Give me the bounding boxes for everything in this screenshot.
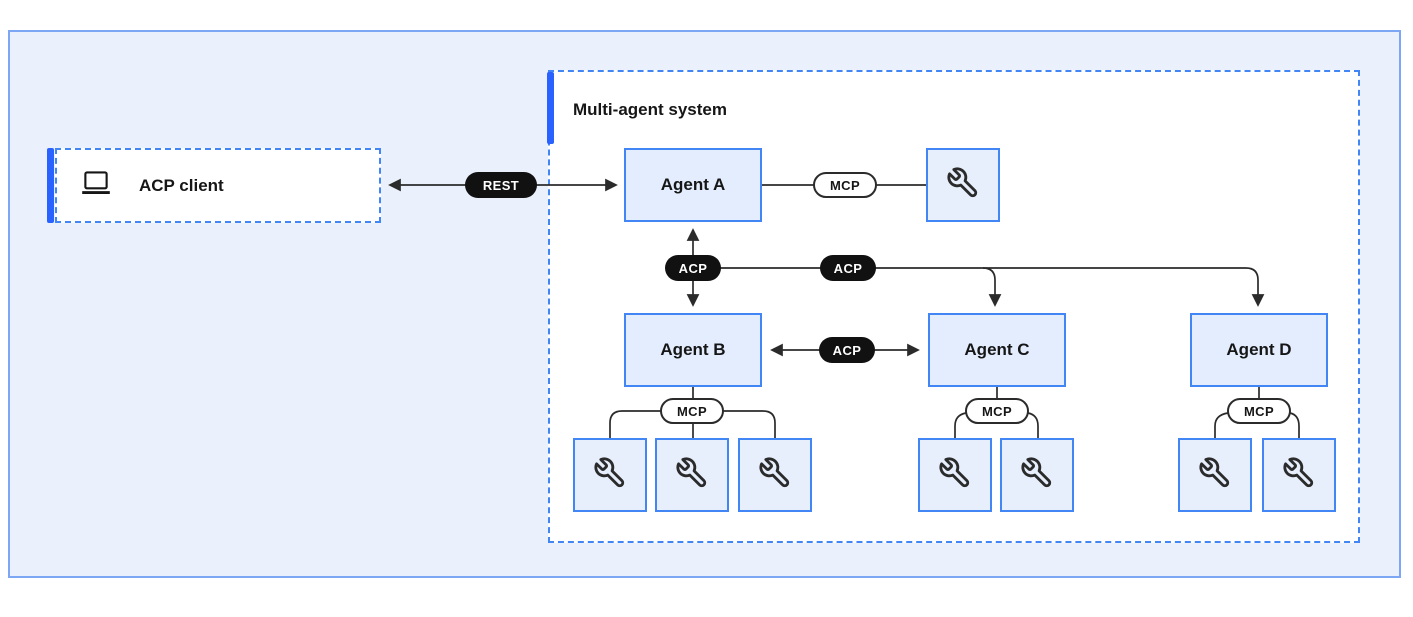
- acp-pill-bus: ACP: [820, 255, 876, 281]
- acp-pill-vertical: ACP: [665, 255, 721, 281]
- wrench-icon: [758, 456, 792, 495]
- wrench-icon: [675, 456, 709, 495]
- system-title: Multi-agent system: [573, 100, 727, 119]
- mcp-pill-agent-c: MCP: [965, 398, 1029, 424]
- agent-b-box: Agent B: [624, 313, 762, 387]
- agent-c-box: Agent C: [928, 313, 1066, 387]
- wrench-icon: [1020, 456, 1054, 495]
- acp-pill-b-c: ACP: [819, 337, 875, 363]
- acp-client-box: ACP client: [55, 148, 381, 223]
- agent-d-box: Agent D: [1190, 313, 1328, 387]
- tool-box-d1: [1178, 438, 1252, 512]
- wrench-icon: [593, 456, 627, 495]
- acp-client-label: ACP client: [139, 175, 224, 195]
- system-accent-bar: [547, 72, 554, 144]
- tool-box-c1: [918, 438, 992, 512]
- wrench-icon: [1198, 456, 1232, 495]
- wrench-icon: [946, 166, 980, 205]
- laptop-icon: [79, 166, 113, 205]
- rest-pill: REST: [465, 172, 537, 198]
- tool-box-d2: [1262, 438, 1336, 512]
- tool-box-agent-a: [926, 148, 1000, 222]
- mcp-pill-agent-b: MCP: [660, 398, 724, 424]
- agent-a-box: Agent A: [624, 148, 762, 222]
- tool-box-b1: [573, 438, 647, 512]
- tool-box-b3: [738, 438, 812, 512]
- tool-box-c2: [1000, 438, 1074, 512]
- wrench-icon: [1282, 456, 1316, 495]
- client-accent-bar: [47, 148, 54, 223]
- tool-box-b2: [655, 438, 729, 512]
- mcp-pill-agent-a: MCP: [813, 172, 877, 198]
- mcp-pill-agent-d: MCP: [1227, 398, 1291, 424]
- wrench-icon: [938, 456, 972, 495]
